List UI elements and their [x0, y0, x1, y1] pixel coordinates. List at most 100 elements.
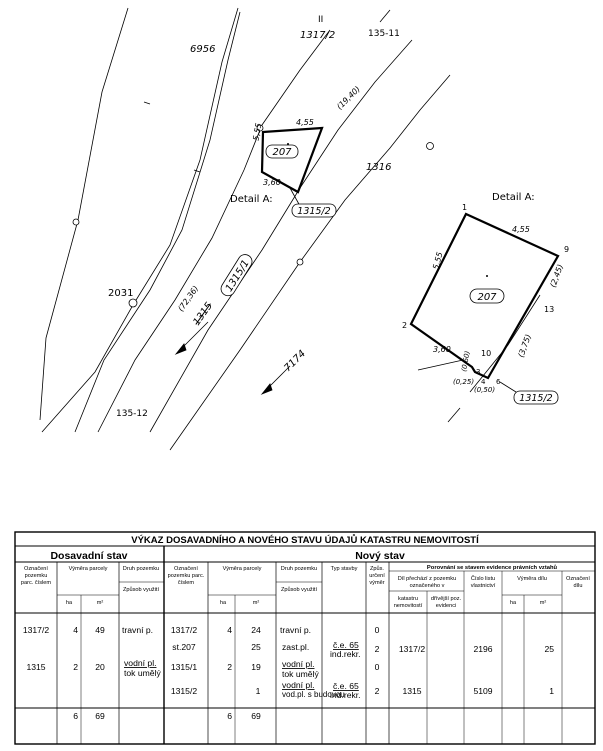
- building-207-outline: [260, 126, 324, 194]
- point-number: 1: [462, 203, 467, 212]
- survey-point: [296, 258, 304, 266]
- col-header: Typ stavby: [331, 566, 358, 572]
- col-header: Výměra parcely: [69, 566, 108, 572]
- old-kind: vodní pl.: [124, 658, 157, 668]
- flow-arrow: [174, 321, 209, 355]
- parcel-label-box: [291, 203, 337, 218]
- new-ha: 4: [227, 625, 232, 635]
- col-header: Označení: [24, 566, 48, 572]
- new-kind: vodní pl.: [282, 680, 315, 690]
- new-building-type: č.e. 65: [333, 681, 359, 691]
- col-header: pozemku parc.: [168, 573, 205, 579]
- new-kind: travní p.: [280, 625, 311, 635]
- leader-line: [289, 187, 301, 207]
- measure-label: 3,60: [263, 178, 281, 187]
- point-number: 13: [544, 305, 554, 314]
- survey-point: [426, 142, 434, 150]
- new-building-use: ind.rekr.: [330, 690, 361, 700]
- col-header: m²: [253, 600, 260, 606]
- new-kind-detail: tok umělý: [282, 669, 319, 679]
- measure-label: 3,60: [433, 345, 451, 354]
- new-kind: vodní pl.: [282, 659, 315, 669]
- cadastral-map: 207 4,55 5,55 3,60 Detail A: 1315/2 6956…: [39, 7, 569, 451]
- old-parcel: 1315: [26, 662, 45, 672]
- new-state-header: Nový stav: [355, 550, 405, 562]
- col-header: vlastnictví: [471, 583, 496, 589]
- old-m2: 20: [95, 662, 105, 672]
- boundary-line: [74, 11, 241, 433]
- new-lv: 2196: [473, 644, 492, 654]
- measure-label: (0,25): [453, 378, 474, 386]
- new-part-m2: 25: [544, 644, 554, 654]
- measure-label: 5,55: [251, 122, 263, 141]
- col-header: Označení: [566, 576, 590, 582]
- measure-label: 4,55: [296, 118, 314, 127]
- new-method: 2: [375, 644, 380, 654]
- roman-label: II: [318, 15, 323, 25]
- parcel-label-1317-2: 1317/2: [300, 30, 335, 41]
- survey-point: [256, 124, 264, 132]
- survey-point: [128, 298, 138, 308]
- new-kind: zast.pl.: [282, 642, 309, 652]
- new-building-type: č.e. 65: [333, 640, 359, 650]
- parcel-label-6956: 6956: [190, 44, 215, 55]
- col-header: ha: [510, 600, 517, 606]
- new-method: 0: [375, 662, 380, 672]
- boundary-line: [417, 359, 464, 371]
- new-method: 2: [375, 686, 380, 696]
- boundary-line: [169, 74, 451, 451]
- old-m2: 49: [95, 625, 105, 635]
- parcel-label-box: [513, 390, 559, 405]
- new-kind-detail: vod.pl. s budovou: [282, 690, 345, 699]
- new-from-parcel: 1317/2: [399, 644, 426, 654]
- col-header: dřívější poz.: [431, 596, 462, 602]
- new-parcel: 1315/1: [171, 662, 198, 672]
- boundary-line: [97, 29, 331, 433]
- new-parcel: 1317/2: [171, 625, 198, 635]
- boundary-line: [379, 9, 391, 23]
- measure-label: (0,50): [474, 386, 495, 394]
- col-header: m²: [540, 600, 547, 606]
- detail-label: Detail A:: [492, 192, 535, 203]
- col-header: evidenci: [436, 603, 457, 609]
- new-part-m2: 1: [549, 686, 554, 696]
- detail-label: Detail A:: [230, 194, 273, 205]
- col-header: Číslo listu: [471, 575, 495, 582]
- col-header: výměr: [369, 580, 384, 586]
- parcel-label-1315-2: 1315/2: [519, 393, 552, 404]
- new-total-ha: 6: [227, 711, 232, 721]
- old-ha: 4: [73, 625, 78, 635]
- point-number: 6: [496, 378, 501, 386]
- new-from-parcel: 1315: [402, 686, 421, 696]
- parcel-label-box: [469, 288, 505, 304]
- col-header: Výměra parcely: [223, 566, 262, 572]
- col-header: ha: [220, 600, 227, 606]
- old-parcel: 1317/2: [23, 625, 50, 635]
- parcel-label-1315-2: 1315/2: [297, 206, 330, 217]
- col-header: označeného v: [410, 583, 445, 589]
- building-207-detail-outline: [409, 212, 560, 380]
- measure-label: 5,55: [431, 251, 444, 271]
- parcel-label-135-12: 135-12: [116, 409, 148, 419]
- col-header: katastru: [398, 596, 418, 602]
- new-ha: 2: [227, 662, 232, 672]
- col-header: Způsob využití: [281, 586, 318, 593]
- col-header: Označení: [174, 566, 198, 572]
- new-lv: 5109: [473, 686, 492, 696]
- parcel-label-box: [265, 144, 299, 159]
- tick-mark: [193, 169, 201, 173]
- new-m2: 19: [251, 662, 261, 672]
- survey-point: [72, 218, 80, 226]
- col-header: určení: [369, 573, 385, 579]
- point-number: 2: [402, 321, 407, 330]
- measure-label: (0,60): [460, 350, 472, 372]
- new-m2: 24: [251, 625, 261, 635]
- table-frame: [14, 531, 596, 745]
- parcel-label-207: 207: [477, 292, 497, 303]
- leader-line: [499, 381, 517, 393]
- measure-label: 4,55: [512, 225, 530, 234]
- col-header: Díl přechází z pozemku: [398, 576, 456, 582]
- old-kind: travní p.: [122, 625, 153, 635]
- parcel-label-1316: 1316: [366, 162, 391, 173]
